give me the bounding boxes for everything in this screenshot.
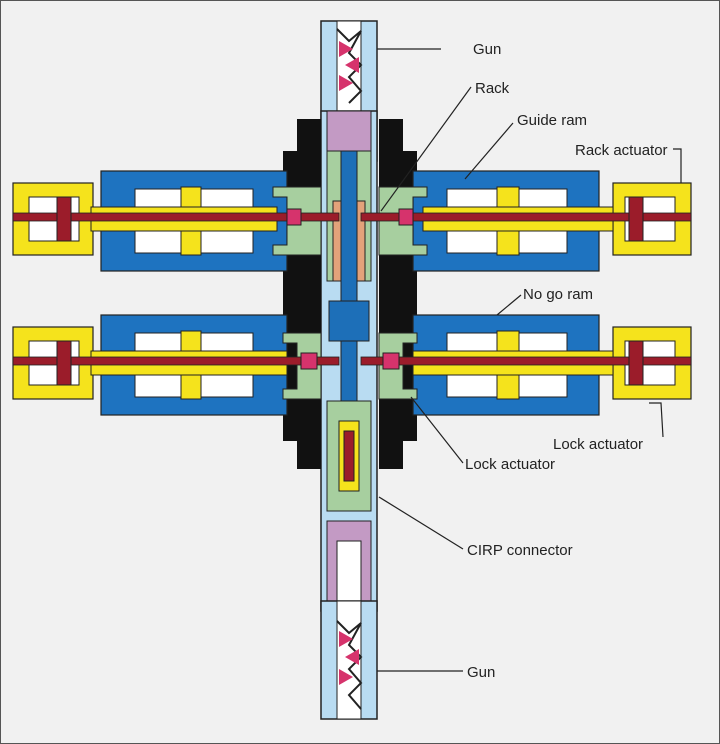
- labels: Gun Rack Guide ram Rack actuator No go r…: [465, 41, 668, 681]
- charge-1: [339, 41, 353, 57]
- charge-5: [345, 649, 359, 665]
- label-gun-bottom: Gun: [467, 664, 495, 681]
- gun-tube-lower: [320, 600, 378, 720]
- charge-3: [339, 75, 353, 91]
- leader-lines: [377, 48, 682, 672]
- label-guide-ram: Guide ram: [517, 112, 587, 129]
- rod-upper-left: [12, 212, 340, 222]
- charge-4: [339, 631, 353, 647]
- charge-2: [345, 57, 359, 73]
- rod-lower-right: [360, 356, 692, 366]
- charge-6: [339, 669, 353, 685]
- rod-lower-left: [12, 356, 340, 366]
- label-lock-actuator-center: Lock actuator: [465, 456, 555, 473]
- rod-upper-right: [360, 212, 692, 222]
- label-no-go-ram: No go ram: [523, 286, 593, 303]
- label-cirp-connector: CIRP connector: [467, 542, 573, 559]
- label-rack-actuator: Rack actuator: [575, 142, 668, 159]
- label-rack: Rack: [475, 80, 510, 97]
- lock-actuators: [12, 326, 692, 400]
- label-lock-actuator-right: Lock actuator: [553, 436, 643, 453]
- label-gun-top: Gun: [473, 41, 501, 58]
- central-stack: [320, 110, 378, 612]
- rack-actuators: [12, 182, 692, 256]
